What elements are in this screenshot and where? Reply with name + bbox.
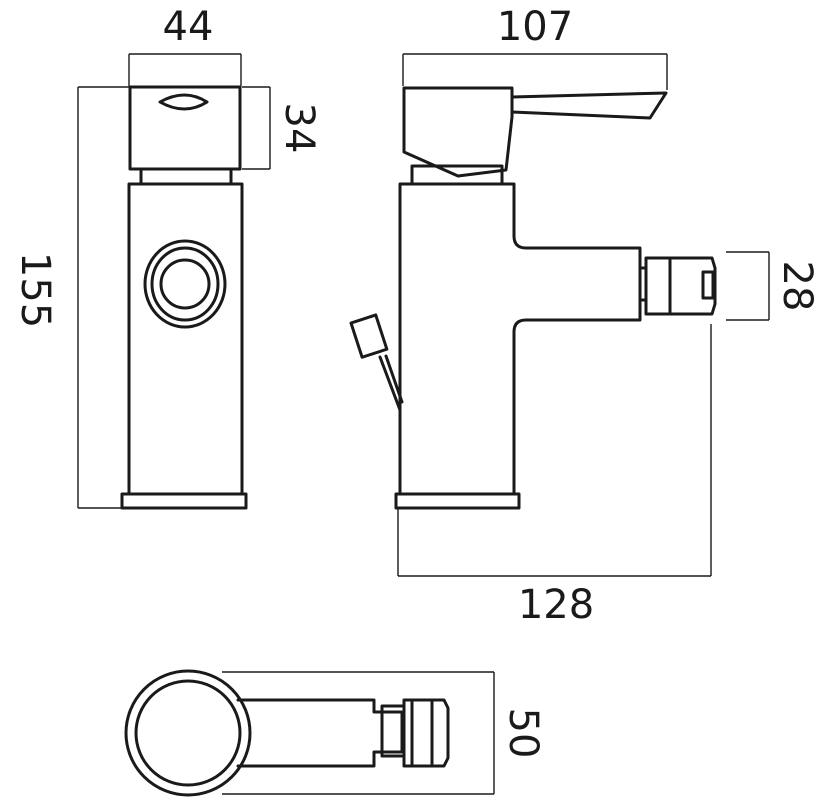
dim-total-height: 155	[12, 252, 58, 328]
plan-nozzle-head	[402, 698, 450, 768]
dim-plan-depth: 50	[500, 708, 546, 759]
side-base-plate	[394, 492, 521, 510]
plan-dimension-lines	[222, 671, 495, 795]
plan-spout	[236, 698, 404, 768]
plan-view	[124, 669, 450, 797]
dim-outlet-height: 28	[774, 261, 820, 312]
dim-side-width: 107	[497, 4, 573, 50]
front-view	[120, 85, 248, 510]
side-nozzle-ring	[644, 256, 672, 316]
front-handle-block	[128, 85, 242, 171]
side-dimension-lines	[397, 53, 770, 577]
side-popup-knob	[349, 313, 389, 359]
front-neck	[139, 167, 233, 186]
dim-handle-height: 34	[276, 103, 322, 154]
plan-base-outer	[124, 669, 252, 797]
side-nozzle-head	[668, 256, 717, 316]
side-body	[398, 182, 642, 496]
front-handle-slot	[158, 93, 209, 111]
plan-base-inner	[134, 679, 242, 787]
outlet-ring-outer	[143, 239, 227, 329]
outlet-ring-middle	[150, 246, 220, 322]
side-lever-handle	[402, 86, 668, 178]
dim-front-width: 44	[163, 4, 214, 50]
front-dimension-lines	[77, 53, 271, 509]
side-popup-rod	[378, 355, 402, 412]
outlet-ring-inner	[159, 258, 211, 310]
front-base-plate	[120, 492, 248, 510]
front-body	[127, 182, 244, 496]
dim-projection: 128	[518, 582, 594, 628]
side-nozzle-tip	[701, 270, 715, 300]
side-view	[349, 86, 717, 510]
